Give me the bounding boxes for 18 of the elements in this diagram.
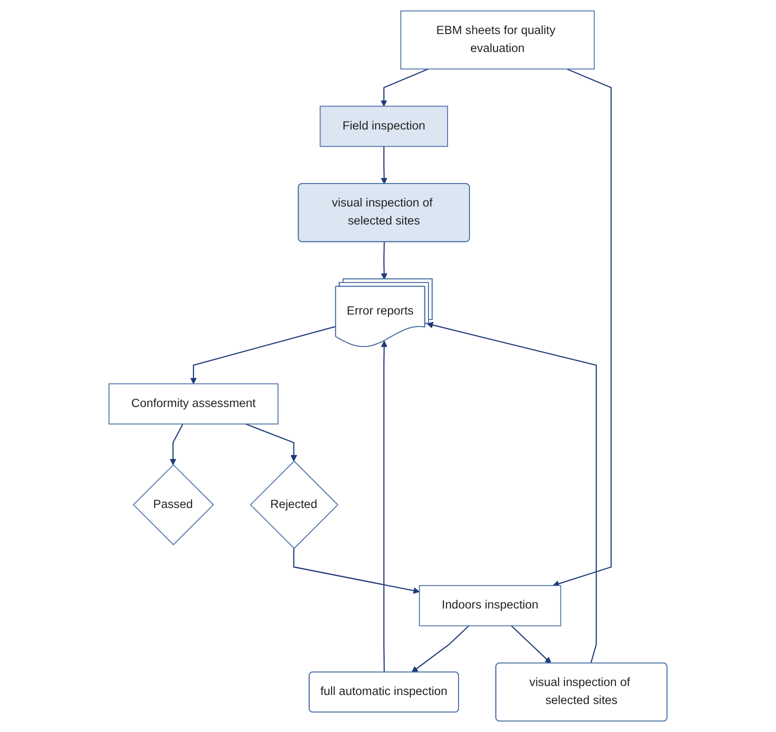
node-diamond: Passed: [132, 464, 214, 546]
arrow: [552, 68, 612, 587]
node-box: Indoors inspection: [419, 585, 562, 626]
node-box: Conformity assessment: [108, 383, 278, 424]
arrow: [380, 146, 388, 184]
arrow: [380, 242, 388, 280]
arrow: [426, 322, 597, 664]
arrow: [510, 625, 552, 664]
arrow: [170, 424, 184, 466]
arrow: [380, 68, 429, 106]
node-diamond: Rejected: [250, 460, 338, 549]
arrow: [245, 423, 298, 462]
arrow: [412, 625, 470, 673]
arrow: [293, 548, 420, 594]
arrow: [190, 326, 336, 384]
node-box: Field inspection: [320, 106, 448, 147]
arrow: [380, 340, 388, 672]
node-box: EBM sheets for quality evaluation: [400, 10, 595, 70]
